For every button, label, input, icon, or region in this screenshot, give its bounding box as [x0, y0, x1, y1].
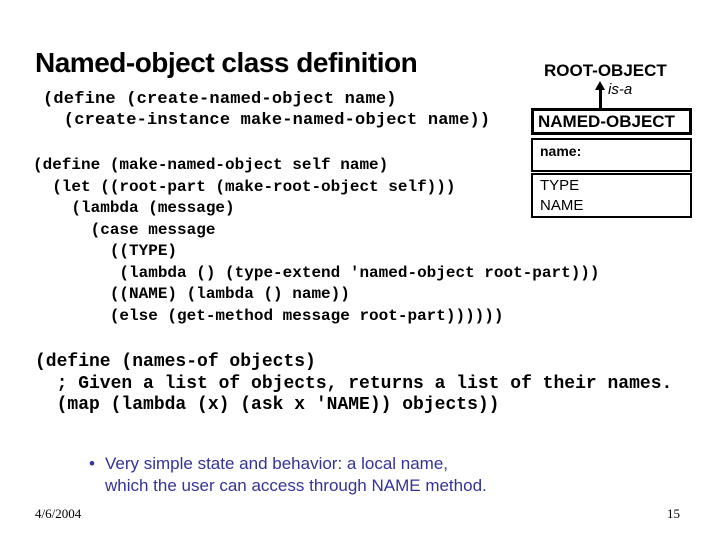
code-line: (create-instance make-named-object name)…: [43, 111, 491, 130]
code-block-make-named-object: (define (make-named-object self name) (l…: [33, 155, 600, 327]
code-line: (define (names-of objects): [35, 352, 316, 372]
code-line: (lambda (message): [33, 199, 235, 217]
method-name: TYPE: [540, 177, 580, 194]
is-a-arrow-icon: [594, 81, 606, 108]
bullet-line: Very simple state and behavior: a local …: [105, 454, 449, 473]
footer-page-number: 15: [667, 506, 680, 521]
slide-title: Named-object class definition: [35, 46, 418, 78]
class-box-state-slot: name:: [531, 138, 692, 172]
bullet-line: which the user can access through NAME m…: [105, 475, 487, 495]
bullet-point: Very simple state and behavior: a local …: [105, 453, 487, 496]
code-line: (define (create-named-object name): [43, 90, 397, 109]
code-line: ((TYPE): [33, 242, 178, 260]
class-box-methods: TYPE NAME: [531, 173, 692, 218]
superclass-label: ROOT-OBJECT: [544, 61, 667, 80]
code-line: (map (lambda (x) (ask x 'NAME)) objects)…: [35, 395, 500, 415]
code-line: ((NAME) (lambda () name)): [33, 285, 350, 303]
arrow-shaft: [598, 89, 602, 108]
code-line: (else (get-method message root-part)))))…: [33, 306, 504, 325]
method-name: NAME: [540, 197, 584, 214]
code-block-create-named-object: (define (create-named-object name) (crea…: [43, 89, 490, 131]
code-line: (define (make-named-object self name): [33, 156, 389, 174]
code-block-names-of: (define (names-of objects) ; Given a lis…: [35, 352, 672, 417]
arrow-head-icon: [595, 81, 605, 90]
class-box-title: NAMED-OBJECT: [531, 108, 692, 135]
code-line: (lambda () (type-extend 'named-object ro…: [33, 263, 600, 282]
code-line: (let ((root-part (make-root-object self)…: [33, 177, 456, 196]
code-line: (case message: [33, 220, 216, 239]
code-line: ; Given a list of objects, returns a lis…: [35, 373, 673, 394]
bullet-icon: •: [89, 454, 95, 473]
is-a-label: is-a: [608, 81, 633, 98]
footer-date: 4/6/2004: [35, 506, 82, 521]
